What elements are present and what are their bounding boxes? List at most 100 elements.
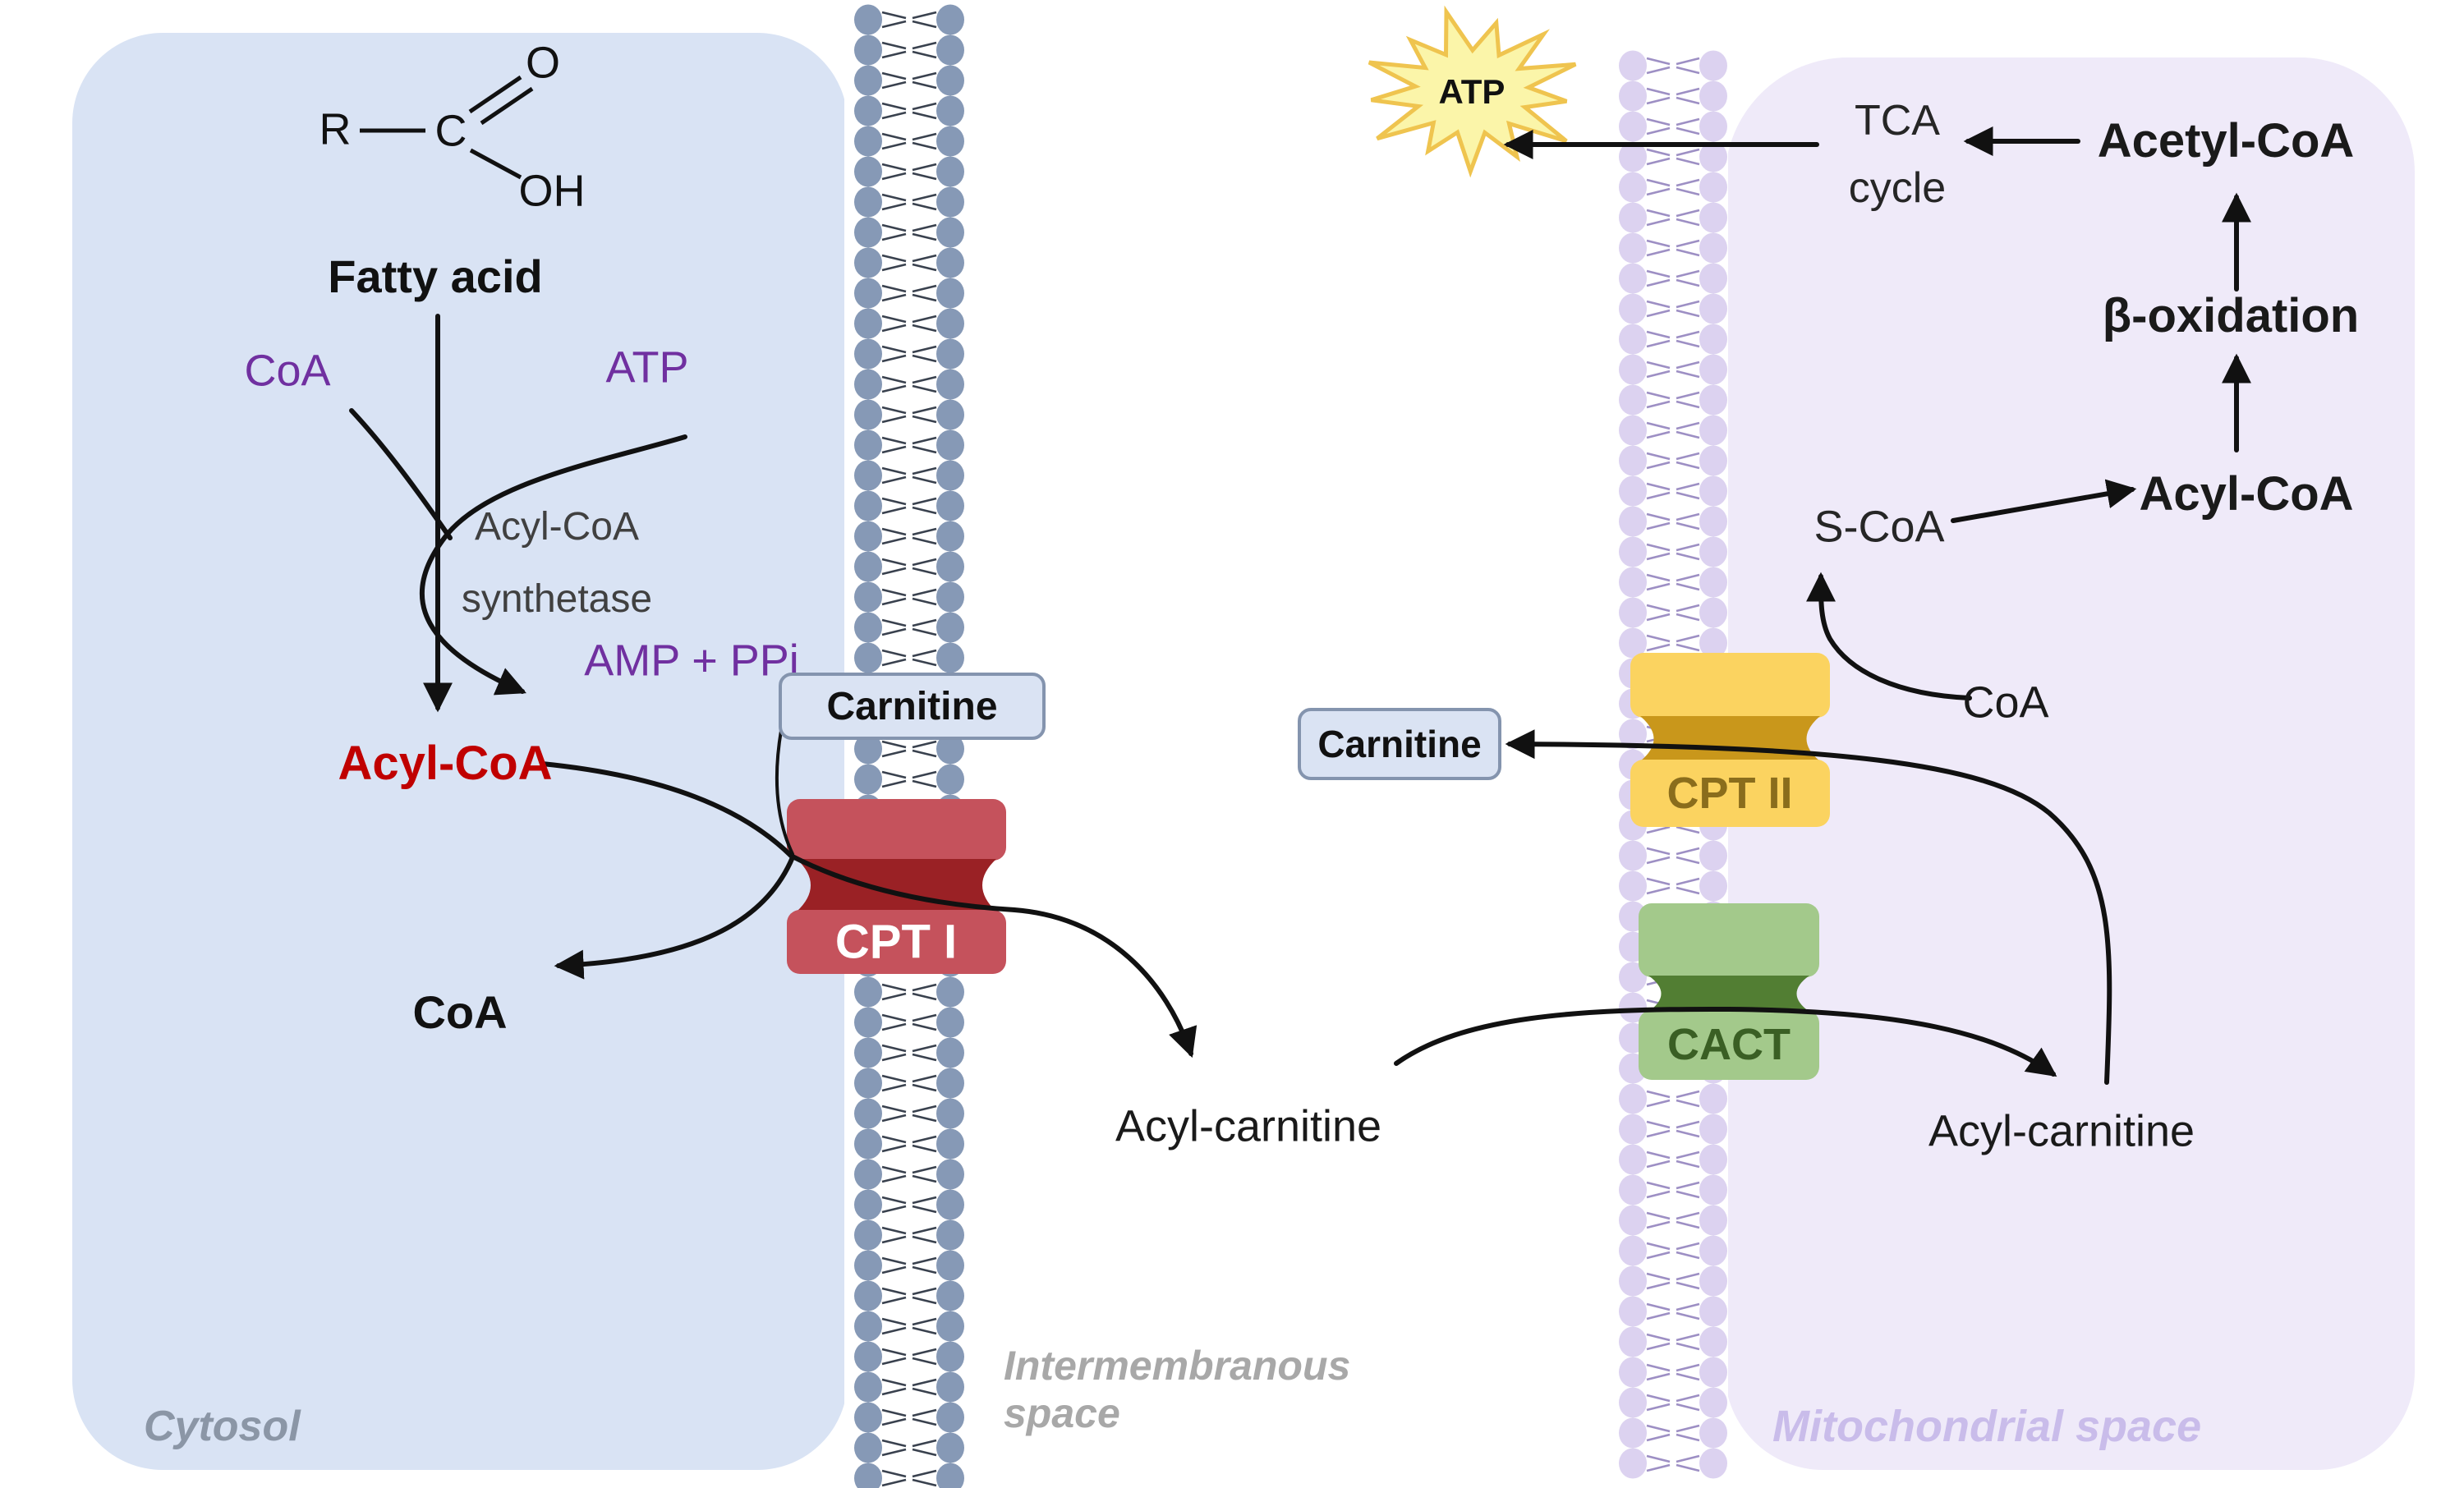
tca-cycle-label: TCA cycle	[1849, 87, 1946, 222]
phospholipid-row	[854, 1250, 964, 1281]
amp-ppi-label: AMP + PPi	[584, 636, 799, 686]
atp-substrate-label: ATP	[605, 342, 689, 393]
acyl-coa-label: Acyl-CoA	[338, 737, 553, 791]
phospholipid-row	[854, 521, 964, 552]
mitochondrial-region-label: Mitochondrial space	[1772, 1402, 2202, 1451]
phospholipid-row	[854, 95, 964, 126]
scoa-to-acylcoa-arrow	[1951, 479, 2137, 523]
phospholipid-row	[1619, 415, 1727, 446]
phospholipid-row	[854, 308, 964, 339]
carnitine-to-cpt1-line	[775, 724, 794, 856]
cytosol-panel	[72, 33, 848, 1470]
structure-r: R	[319, 104, 352, 154]
phospholipid-row	[854, 247, 964, 278]
reaction-arrows	[349, 126, 2251, 1085]
cytosol-region-label: Cytosol	[144, 1403, 301, 1450]
phospholipid-row	[854, 4, 964, 35]
coa-substrate-label: CoA	[244, 346, 331, 396]
phospholipid-row	[1619, 1296, 1727, 1327]
cpt2-label: CPT II	[1666, 769, 1793, 818]
structure-o: O	[525, 38, 561, 88]
phospholipid-row	[1619, 536, 1727, 567]
cpt1-to-acylcarnitine-arrow	[788, 853, 1198, 1059]
phospholipid-row	[1619, 1174, 1727, 1206]
cpt1-protein	[787, 799, 1006, 974]
phospholipid-row	[854, 1037, 964, 1068]
phospholipid-row	[854, 581, 964, 613]
intermembranous-line2: space	[1004, 1390, 1120, 1436]
carnitine-box-inner-label: Carnitine	[1317, 723, 1482, 765]
phospholipid-row	[1619, 506, 1727, 537]
phospholipid-row	[854, 399, 964, 430]
fatty-acid-bonds	[360, 75, 534, 180]
phospholipid-row	[1619, 202, 1727, 233]
cpt2-to-carnitine-arrow	[1505, 729, 2112, 1085]
phospholipid-row	[854, 1098, 964, 1129]
phospholipid-row	[854, 1128, 964, 1160]
phospholipid-row	[1619, 384, 1727, 416]
acyl-coa-synthetase-label: Acyl-CoA synthetase	[462, 491, 652, 636]
coa-input-arc	[349, 408, 453, 540]
atp-burst-label: ATP	[1438, 71, 1506, 111]
acylcoa-to-cpt1-curve	[540, 761, 793, 858]
enzyme-line2: synthetase	[461, 577, 653, 621]
phospholipid-row	[1619, 597, 1727, 628]
acyl-carnitine-inner-label: Acyl-carnitine	[1928, 1106, 2195, 1156]
phospholipid-row	[1619, 1265, 1727, 1297]
phospholipid-row	[1619, 172, 1727, 203]
phospholipid-row	[1619, 50, 1727, 81]
coa-released-label: CoA	[412, 986, 508, 1039]
phospholipid-row	[1619, 475, 1727, 507]
phospholipid-row	[854, 369, 964, 400]
phospholipid-row	[1619, 293, 1727, 324]
intermembranous-region-label: Intermembranous space	[1004, 1342, 1350, 1437]
phospholipid-row	[854, 612, 964, 643]
phospholipid-row	[854, 733, 964, 765]
atp-starburst	[1368, 5, 1577, 178]
carnitine-box-outer-label: Carnitine	[826, 684, 998, 728]
phospholipid-row	[854, 490, 964, 521]
phospholipid-row	[1619, 80, 1727, 112]
phospholipid-row	[1619, 445, 1727, 476]
phospholipid-row	[854, 1189, 964, 1220]
phospholipid-row	[854, 1463, 964, 1488]
phospholipid-row	[854, 338, 964, 370]
acyl-coa-matrix-label: Acyl-CoA	[2139, 467, 2354, 521]
phospholipid-row	[854, 65, 964, 96]
mitochondrial-panel	[1725, 57, 2415, 1470]
tca-line2: cycle	[1848, 164, 1947, 212]
coa-to-scoa-arrow	[1805, 572, 1972, 700]
cact-label: CACT	[1667, 1020, 1791, 1069]
cpt2-protein	[1630, 653, 1830, 827]
phospholipid-row	[1619, 1144, 1727, 1175]
cpt1-label: CPT I	[834, 915, 958, 969]
phospholipid-row	[1619, 567, 1727, 598]
phospholipid-row	[1619, 1083, 1727, 1114]
phospholipid-row	[854, 976, 964, 1008]
phospholipid-row	[854, 551, 964, 582]
structure-oh: OH	[518, 166, 586, 216]
phospholipid-row	[1619, 263, 1727, 294]
phospholipid-row	[854, 1219, 964, 1251]
carnitine-box-inner: Carnitine	[1298, 708, 1501, 780]
cact-protein	[1639, 903, 1819, 1080]
tca-line1: TCA	[1854, 97, 1940, 145]
phospholipid-row	[1619, 840, 1727, 871]
phospholipid-row	[854, 278, 964, 309]
intermembranous-line1: Intermembranous	[1004, 1343, 1351, 1389]
phospholipid-row	[854, 1432, 964, 1463]
cpt1-coa-release-arrow	[554, 855, 795, 980]
phospholipid-row	[1619, 354, 1727, 385]
cact-transport-arrow	[1394, 1006, 2057, 1077]
phospholipid-row	[854, 186, 964, 218]
phospholipid-row	[854, 1068, 964, 1099]
beta-oxidation-label: β-oxidation	[2102, 289, 2360, 343]
phospholipid-row	[1619, 1448, 1727, 1479]
s-coa-label: S-CoA	[1814, 502, 1945, 552]
phospholipid-row	[854, 34, 964, 66]
atp-to-amp-arc	[419, 434, 687, 696]
phospholipid-row	[1619, 1387, 1727, 1418]
phospholipid-row	[854, 642, 964, 673]
